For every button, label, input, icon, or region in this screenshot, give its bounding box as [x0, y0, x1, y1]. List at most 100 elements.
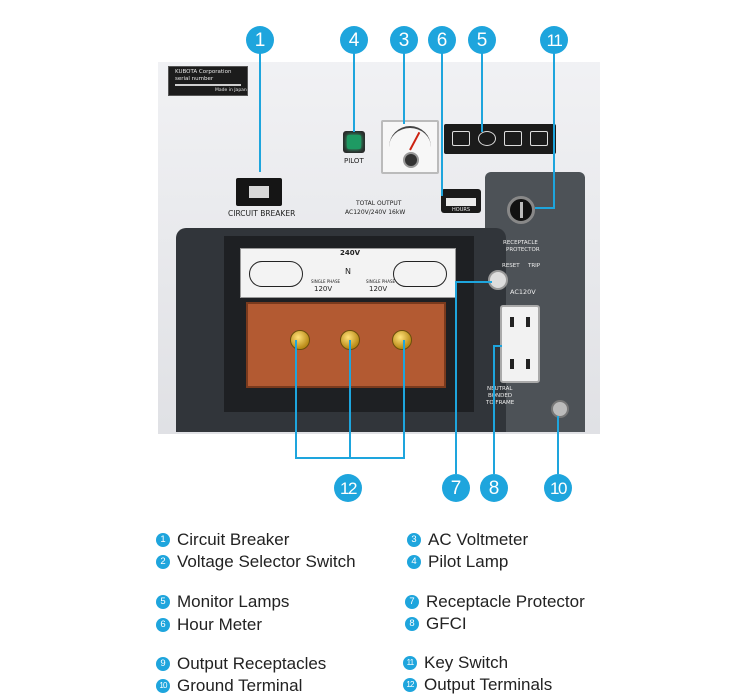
leader-12 — [295, 340, 405, 459]
hour-meter-window — [446, 198, 476, 206]
legend-badge-6: 6 — [156, 618, 170, 632]
circuit-breaker-toggle — [249, 186, 269, 198]
callout-8: 8 — [480, 474, 508, 502]
serial-plate-text: KUBOTA Corporation serial number — [175, 69, 231, 83]
leader-11 — [535, 52, 555, 209]
legend-item-10: 10 Ground Terminal — [156, 675, 302, 697]
legend-badge-8: 8 — [405, 617, 419, 631]
reset-label: RESET — [502, 263, 520, 269]
callout-3: 3 — [390, 26, 418, 54]
serial-plate-rule — [175, 84, 241, 86]
v120-left-label: 120V — [314, 285, 333, 293]
key-switch — [507, 196, 535, 224]
legend-item-8: 8 GFCI — [405, 613, 467, 635]
glow-lamp-icon — [530, 131, 548, 146]
terminal-label-plate — [240, 248, 456, 298]
legend-item-12: 12 Output Terminals — [403, 674, 552, 696]
gfci-slot — [510, 359, 514, 369]
pilot-lamp-light — [347, 135, 361, 149]
leader-8 — [493, 345, 502, 474]
receptacle-protector-button — [488, 270, 508, 290]
legend-badge-11: 11 — [403, 656, 417, 670]
serial-plate-line-3: Made in Japan — [215, 88, 247, 93]
legend-label-6: Hour Meter — [177, 615, 263, 634]
callout-1: 1 — [246, 26, 274, 54]
leader-7 — [455, 281, 492, 474]
callout-6: 6 — [428, 26, 456, 54]
circuit-breaker-label: CIRCUIT BREAKER — [228, 209, 296, 218]
pilot-lamp — [343, 131, 365, 153]
legend-label-8: GFCI — [426, 614, 467, 633]
legend-label-3: AC Voltmeter — [428, 530, 529, 549]
output-terminal-stud-3 — [392, 330, 412, 350]
legend-label-11: Key Switch — [424, 653, 509, 672]
callout-5: 5 — [468, 26, 496, 54]
voltage-selector-knob — [403, 152, 419, 168]
legend-badge-10: 10 — [156, 679, 170, 693]
neutral-bonded-label-1: NEUTRAL — [487, 386, 513, 392]
neutral-symbol: N — [345, 267, 351, 276]
output-spec-label: AC120V/240V 16kW — [345, 209, 406, 216]
neutral-bonded-label-3: TO FRAME — [486, 400, 515, 406]
copper-terminal-plate — [246, 302, 446, 388]
legend-item-6: 6 Hour Meter — [156, 614, 262, 636]
ac120v-label: AC120V — [510, 288, 536, 296]
legend-item-11: 11 Key Switch — [403, 652, 508, 674]
legend-item-5: 5 Monitor Lamps — [156, 591, 289, 613]
circuit-breaker — [236, 178, 282, 206]
ground-terminal — [551, 400, 569, 418]
total-output-label: TOTAL OUTPUT — [356, 200, 402, 207]
callout-11: 11 — [540, 26, 568, 54]
hour-meter — [441, 189, 481, 213]
legend-item-7: 7 Receptacle Protector — [405, 591, 585, 613]
legend-label-10: Ground Terminal — [177, 676, 303, 695]
battery-lamp-icon — [452, 131, 470, 146]
pilot-label: PILOT — [344, 157, 364, 165]
hour-meter-label: HOURS — [452, 207, 471, 213]
callout-4: 4 — [340, 26, 368, 54]
key-slot — [520, 202, 523, 218]
legend-item-2: 2 Voltage Selector Switch — [156, 551, 356, 573]
legend-badge-7: 7 — [405, 595, 419, 609]
temperature-lamp-icon — [504, 131, 522, 146]
legend-label-1: Circuit Breaker — [177, 530, 290, 549]
left-terminal-oval — [249, 261, 303, 287]
neutral-bonded-label-2: BONDED — [488, 393, 513, 399]
legend-item-4: 4 Pilot Lamp — [407, 551, 508, 573]
monitor-lamps — [444, 124, 556, 154]
gfci-slot — [510, 317, 514, 327]
v120-right-label: 120V — [369, 285, 388, 293]
voltmeter-dial — [389, 126, 431, 150]
callout-10: 10 — [544, 474, 572, 502]
serial-plate-line-1: KUBOTA Corporation — [175, 69, 232, 75]
legend-item-9: 9 Output Receptacles — [156, 653, 326, 675]
single-phase-right-label: SINGLE PHASE — [366, 279, 396, 284]
right-terminal-oval — [393, 261, 447, 287]
ac-voltmeter — [381, 120, 439, 174]
voltage-240-label: 240V — [340, 249, 361, 257]
gfci-slot — [526, 359, 530, 369]
legend-label-12: Output Terminals — [424, 675, 553, 694]
receptacle-protector-label-1: RECEPTACLE — [503, 240, 538, 246]
callout-12: 12 — [334, 474, 362, 502]
serial-plate-line-2: serial number — [175, 76, 214, 82]
legend-label-7: Receptacle Protector — [426, 592, 585, 611]
legend-badge-2: 2 — [156, 555, 170, 569]
legend-label-4: Pilot Lamp — [428, 552, 509, 571]
legend-label-2: Voltage Selector Switch — [177, 552, 356, 571]
trip-label: TRIP — [528, 263, 541, 269]
legend-badge-9: 9 — [156, 657, 170, 671]
gfci-slot — [526, 317, 530, 327]
oil-pressure-lamp-icon — [478, 131, 496, 146]
serial-number-plate: KUBOTA Corporation serial number Made in… — [168, 66, 248, 96]
legend-badge-4: 4 — [407, 555, 421, 569]
legend-item-3: 3 AC Voltmeter — [407, 529, 528, 551]
legend-item-1: 1 Circuit Breaker — [156, 529, 289, 551]
single-phase-left-label: SINGLE PHASE — [311, 279, 341, 284]
gfci-receptacle — [500, 305, 540, 383]
legend-badge-5: 5 — [156, 595, 170, 609]
legend-badge-1: 1 — [156, 533, 170, 547]
legend-badge-3: 3 — [407, 533, 421, 547]
